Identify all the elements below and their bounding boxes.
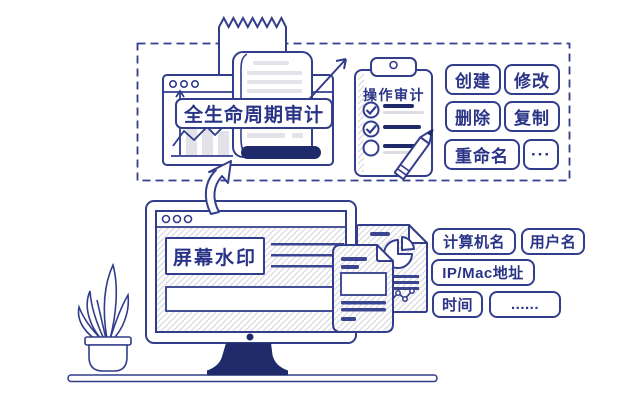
op-chip-ellipsis: ··· <box>523 139 559 170</box>
monitor-button <box>246 333 254 341</box>
op-chip-delete: 删除 <box>445 101 501 132</box>
screen-watermark-label: 屏幕水印 <box>165 237 265 275</box>
printer-slot-bar <box>241 146 321 159</box>
check-icon <box>365 124 377 135</box>
attr-chip-ip-mac: IP/Mac地址 <box>431 259 535 286</box>
op-chip-copy: 复制 <box>504 101 560 132</box>
audit-dashed-box <box>136 42 571 182</box>
op-chip-rename: 重命名 <box>444 139 520 170</box>
ground-line <box>67 374 438 383</box>
curved-up-arrow-icon <box>204 160 232 215</box>
monitor-icon <box>145 200 357 376</box>
window-dots-icon <box>161 214 193 224</box>
plant-icon <box>77 262 132 372</box>
clipboard-icon <box>354 57 433 177</box>
pencil-icon <box>393 128 434 180</box>
attr-chip-computer-name: 计算机名 <box>432 228 516 255</box>
op-chip-modify: 修改 <box>504 64 560 95</box>
op-chip-create: 创建 <box>445 64 501 95</box>
monitor-stand <box>207 343 288 376</box>
lifecycle-audit-label: 全生命周期审计 <box>175 98 333 129</box>
attr-chip-ellipsis: ...... <box>489 291 561 318</box>
attr-chip-user-name: 用户名 <box>521 228 585 255</box>
clipboard-title: 操作审计 <box>363 87 425 103</box>
attr-chip-time: 时间 <box>432 291 483 318</box>
check-icon <box>365 105 377 116</box>
window-dots-icon <box>169 80 200 89</box>
report-documents-icon <box>332 224 428 333</box>
